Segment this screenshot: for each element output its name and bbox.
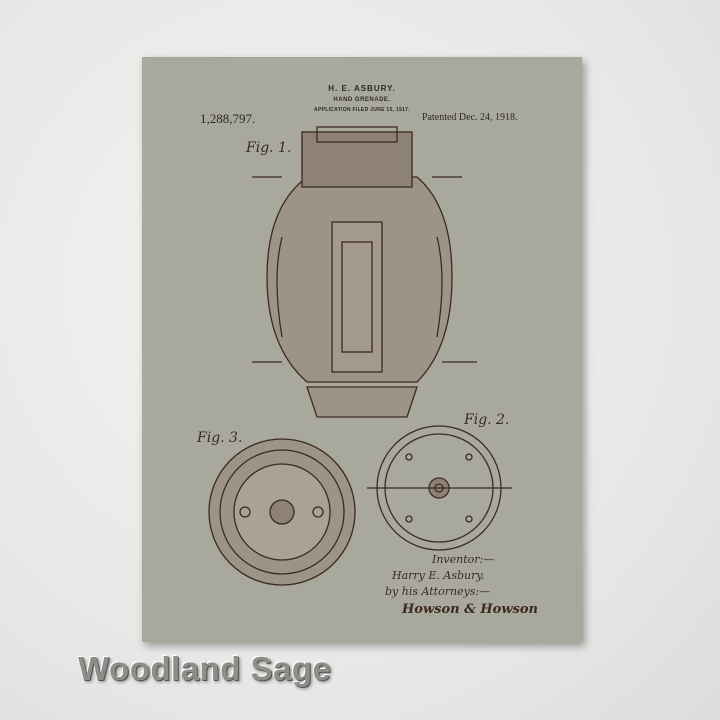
patent-inventor-header: H. E. ASBURY. (328, 84, 396, 93)
figure-1-grenade-section (252, 126, 477, 418)
patent-print: H. E. ASBURY. HAND GRENADE. APPLICATION … (142, 57, 582, 642)
signature-inventor-label: Inventor:— (432, 553, 495, 566)
figure-1-label: Fig. 1. (245, 140, 291, 156)
color-variant-caption: Woodland Sage (78, 650, 332, 687)
figure-3-cross-section (208, 438, 356, 586)
figure-2-top-view (367, 425, 512, 551)
patent-title: HAND GRENADE. (333, 97, 391, 103)
signature-inventor-name: Harry E. Asbury. (392, 569, 485, 582)
signature-attorneys: Howson & Howson (402, 602, 538, 617)
figure-3-label: Fig. 3. (196, 430, 242, 446)
patent-number: 1,288,797. (200, 111, 256, 126)
patent-drawing: Fig. 1. Fig. 3. Fig. 2. (196, 126, 512, 586)
patent-date: Patented Dec. 24, 1918. (422, 112, 518, 123)
signature-by-attorneys: by his Attorneys:— (385, 585, 491, 598)
figure-2-label: Fig. 2. (463, 412, 509, 428)
patent-application-date: APPLICATION FILED JUNE 15, 1917. (314, 107, 410, 113)
